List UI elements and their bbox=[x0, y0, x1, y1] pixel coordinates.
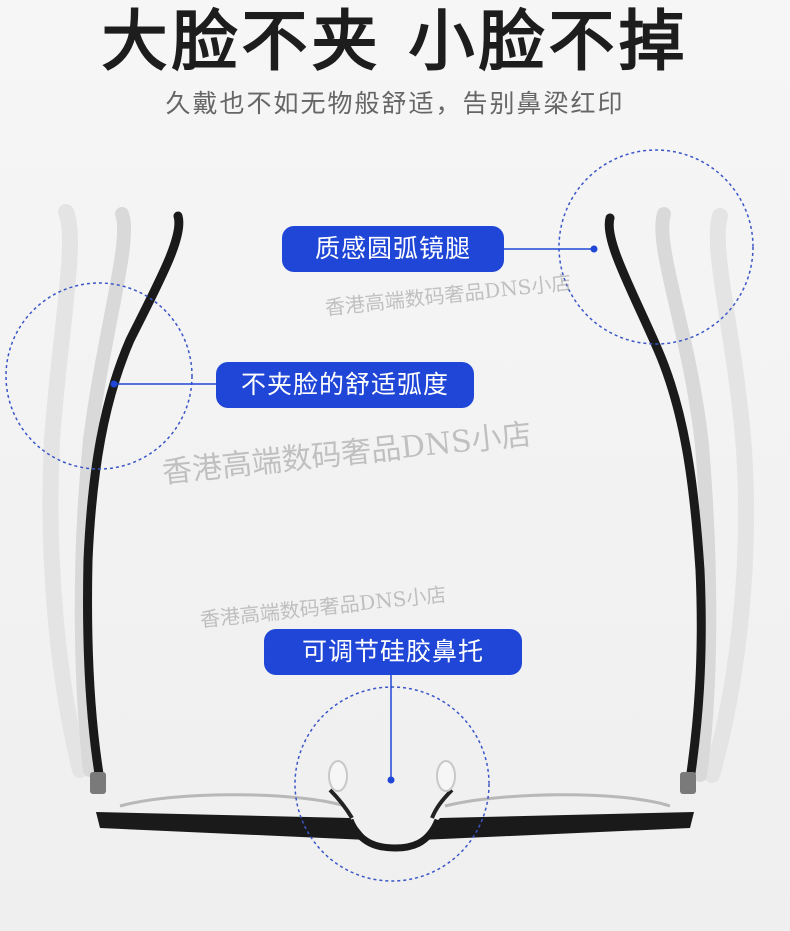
detail-circle-temple-tip bbox=[558, 149, 754, 345]
lens-right bbox=[444, 793, 671, 808]
lens-left bbox=[119, 793, 346, 808]
leader-dot-temple-tip bbox=[590, 245, 598, 253]
temple-right bbox=[604, 213, 706, 785]
detail-circle-temple-arc bbox=[5, 282, 193, 470]
callout-temple-arc: 不夹脸的舒适弧度 bbox=[216, 362, 474, 408]
frame-bridge bbox=[346, 818, 442, 852]
hinge-left bbox=[90, 772, 106, 794]
ghost-temple-right-1 bbox=[704, 208, 755, 783]
ghost-temple-left-1 bbox=[42, 204, 88, 778]
ghost-temple-right-2 bbox=[655, 207, 717, 782]
detail-circle-nose-pads bbox=[294, 686, 490, 882]
ghost-temple-left-2 bbox=[74, 207, 132, 777]
callout-nose-pads: 可调节硅胶鼻托 bbox=[264, 629, 522, 675]
leader-dot-nose-pads bbox=[387, 776, 395, 784]
callout-temple-tip: 质感圆弧镜腿 bbox=[282, 226, 504, 272]
subheadline: 久戴也不如无物般舒适，告别鼻梁红印 bbox=[165, 89, 625, 118]
nose-pad-left bbox=[328, 760, 354, 820]
leader-dot-temple-arc bbox=[110, 380, 118, 388]
nose-pad-right bbox=[430, 760, 456, 819]
frame-front-right bbox=[420, 812, 694, 840]
hinge-right bbox=[680, 772, 696, 794]
temple-left bbox=[83, 211, 184, 785]
headline: 大脸不夹 小脸不掉 bbox=[101, 3, 689, 80]
frame-front-left bbox=[96, 812, 368, 840]
